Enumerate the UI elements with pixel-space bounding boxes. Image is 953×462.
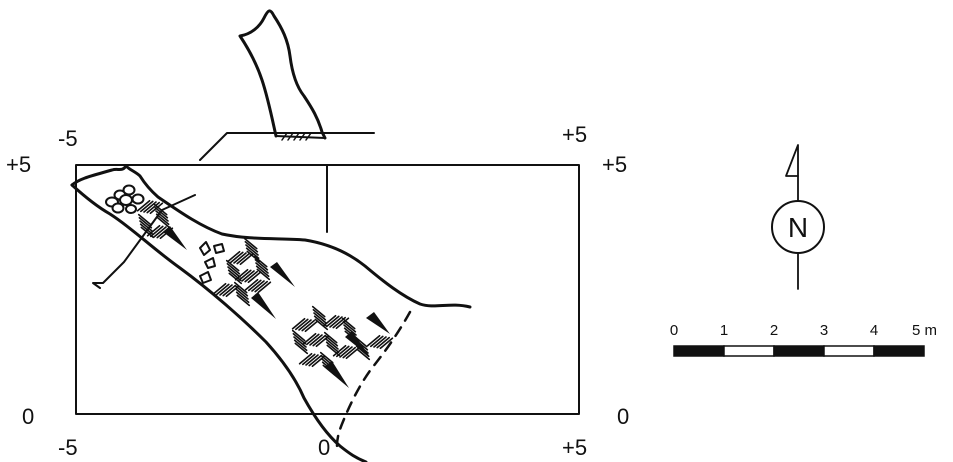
- arrow-4: [366, 312, 390, 334]
- scale-tick-1: 1: [720, 322, 728, 339]
- arrow-6: [324, 361, 349, 388]
- hatch-mark: [253, 255, 271, 281]
- scale-tick-3: 3: [820, 322, 828, 339]
- hatch-mark: [244, 278, 272, 294]
- lower-section-line: [92, 194, 196, 289]
- arrow-1: [163, 226, 187, 250]
- grid-frame: [75, 132, 580, 415]
- hatch-mark: [311, 305, 329, 331]
- stone-cluster-middle: [199, 241, 225, 284]
- trench-dashed-edge: [335, 310, 412, 448]
- scale-seg-5: [873, 345, 925, 357]
- label-left-top-y: +5: [6, 152, 31, 177]
- scale-tick-4: 4: [870, 322, 878, 339]
- trench-lower-edge: [70, 183, 368, 462]
- trench-upper-edge: [70, 164, 472, 309]
- hatch-mark: [332, 344, 360, 360]
- scale-seg-1: [673, 345, 725, 357]
- hatch-mark: [153, 203, 171, 229]
- label-bottom-center-x: 0: [318, 435, 330, 460]
- base-hatching: [281, 132, 312, 141]
- scale-seg-4: [823, 345, 875, 357]
- arrow-2: [270, 262, 295, 287]
- hatch-mark: [291, 329, 309, 355]
- arrow-5: [345, 331, 370, 357]
- hatched-deposits: [136, 199, 394, 377]
- label-right-top-y: +5: [602, 152, 627, 177]
- label-bottom-left-x: -5: [58, 435, 78, 460]
- hatch-mark: [291, 317, 319, 333]
- scale-tick-5: 5 m: [912, 322, 937, 339]
- scale-bar: 0 1 2 3 4 5 m: [670, 322, 937, 357]
- upper-trench-extension: [238, 9, 327, 141]
- upper-trench-outline: [238, 9, 327, 140]
- hatch-mark: [298, 352, 326, 368]
- hatch-mark: [212, 282, 240, 298]
- hatch-mark: [234, 268, 262, 284]
- hatch-mark: [302, 332, 330, 348]
- hatch-mark: [323, 331, 341, 357]
- flow-arrows: [163, 226, 390, 388]
- label-top-left-x: -5: [58, 126, 78, 151]
- hatch-mark: [243, 237, 261, 263]
- arrow-3: [251, 292, 276, 319]
- hatch-mark: [233, 281, 251, 307]
- hatch-mark: [366, 334, 394, 350]
- label-bottom-right-x: +5: [562, 435, 587, 460]
- north-arrow-letter: N: [788, 212, 808, 243]
- upper-baseline: [199, 132, 375, 161]
- label-left-bottom-y: 0: [22, 404, 34, 429]
- scale-seg-3: [773, 345, 825, 357]
- grid-labels: -5 +5 +5 +5 0 0 -5 0 +5: [6, 122, 629, 460]
- north-arrow: N: [771, 144, 825, 290]
- stone-cluster-upper: [105, 184, 145, 214]
- hatch-mark: [225, 259, 243, 285]
- scale-tick-0: 0: [670, 322, 678, 339]
- scale-seg-2: [723, 345, 775, 357]
- label-top-right-x: +5: [562, 122, 587, 147]
- north-arrow-pointer: [785, 144, 799, 177]
- scale-tick-2: 2: [770, 322, 778, 339]
- label-right-bottom-y: 0: [617, 404, 629, 429]
- trench-outline: [70, 164, 472, 462]
- hatch-mark: [226, 250, 254, 266]
